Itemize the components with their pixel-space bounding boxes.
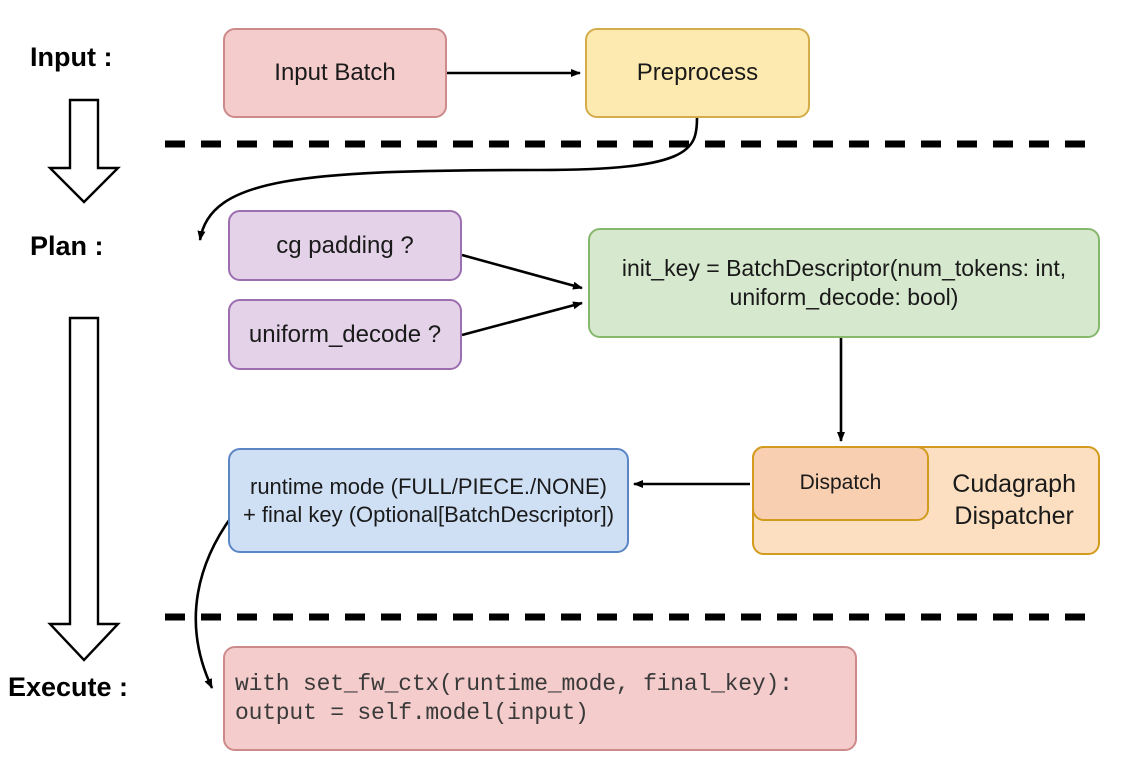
node-uniform-decode[interactable]: uniform_decode ? xyxy=(228,299,462,370)
input-to-plan-arrow xyxy=(47,98,121,204)
edge-uniform-decode-to-init-key xyxy=(461,301,583,337)
node-dispatch[interactable]: Dispatch xyxy=(752,446,929,521)
plan-to-execute-arrow xyxy=(47,316,121,662)
node-cg-padding[interactable]: cg padding ? xyxy=(228,210,462,281)
node-init-key[interactable]: init_key = BatchDescriptor(num_tokens: i… xyxy=(588,228,1100,338)
node-runtime-mode[interactable]: runtime mode (FULL/PIECE./NONE) + final … xyxy=(228,448,629,553)
stage-label-execute: Execute : xyxy=(8,672,129,702)
node-input-batch[interactable]: Input Batch xyxy=(223,28,447,118)
stage-label-plan: Plan : xyxy=(30,231,104,261)
edge-cg-padding-to-init-key xyxy=(461,253,583,290)
node-preprocess[interactable]: Preprocess xyxy=(585,28,810,118)
node-execute-code[interactable]: with set_fw_ctx(runtime_mode, final_key)… xyxy=(223,646,857,751)
stage-label-input: Input : xyxy=(30,42,113,72)
